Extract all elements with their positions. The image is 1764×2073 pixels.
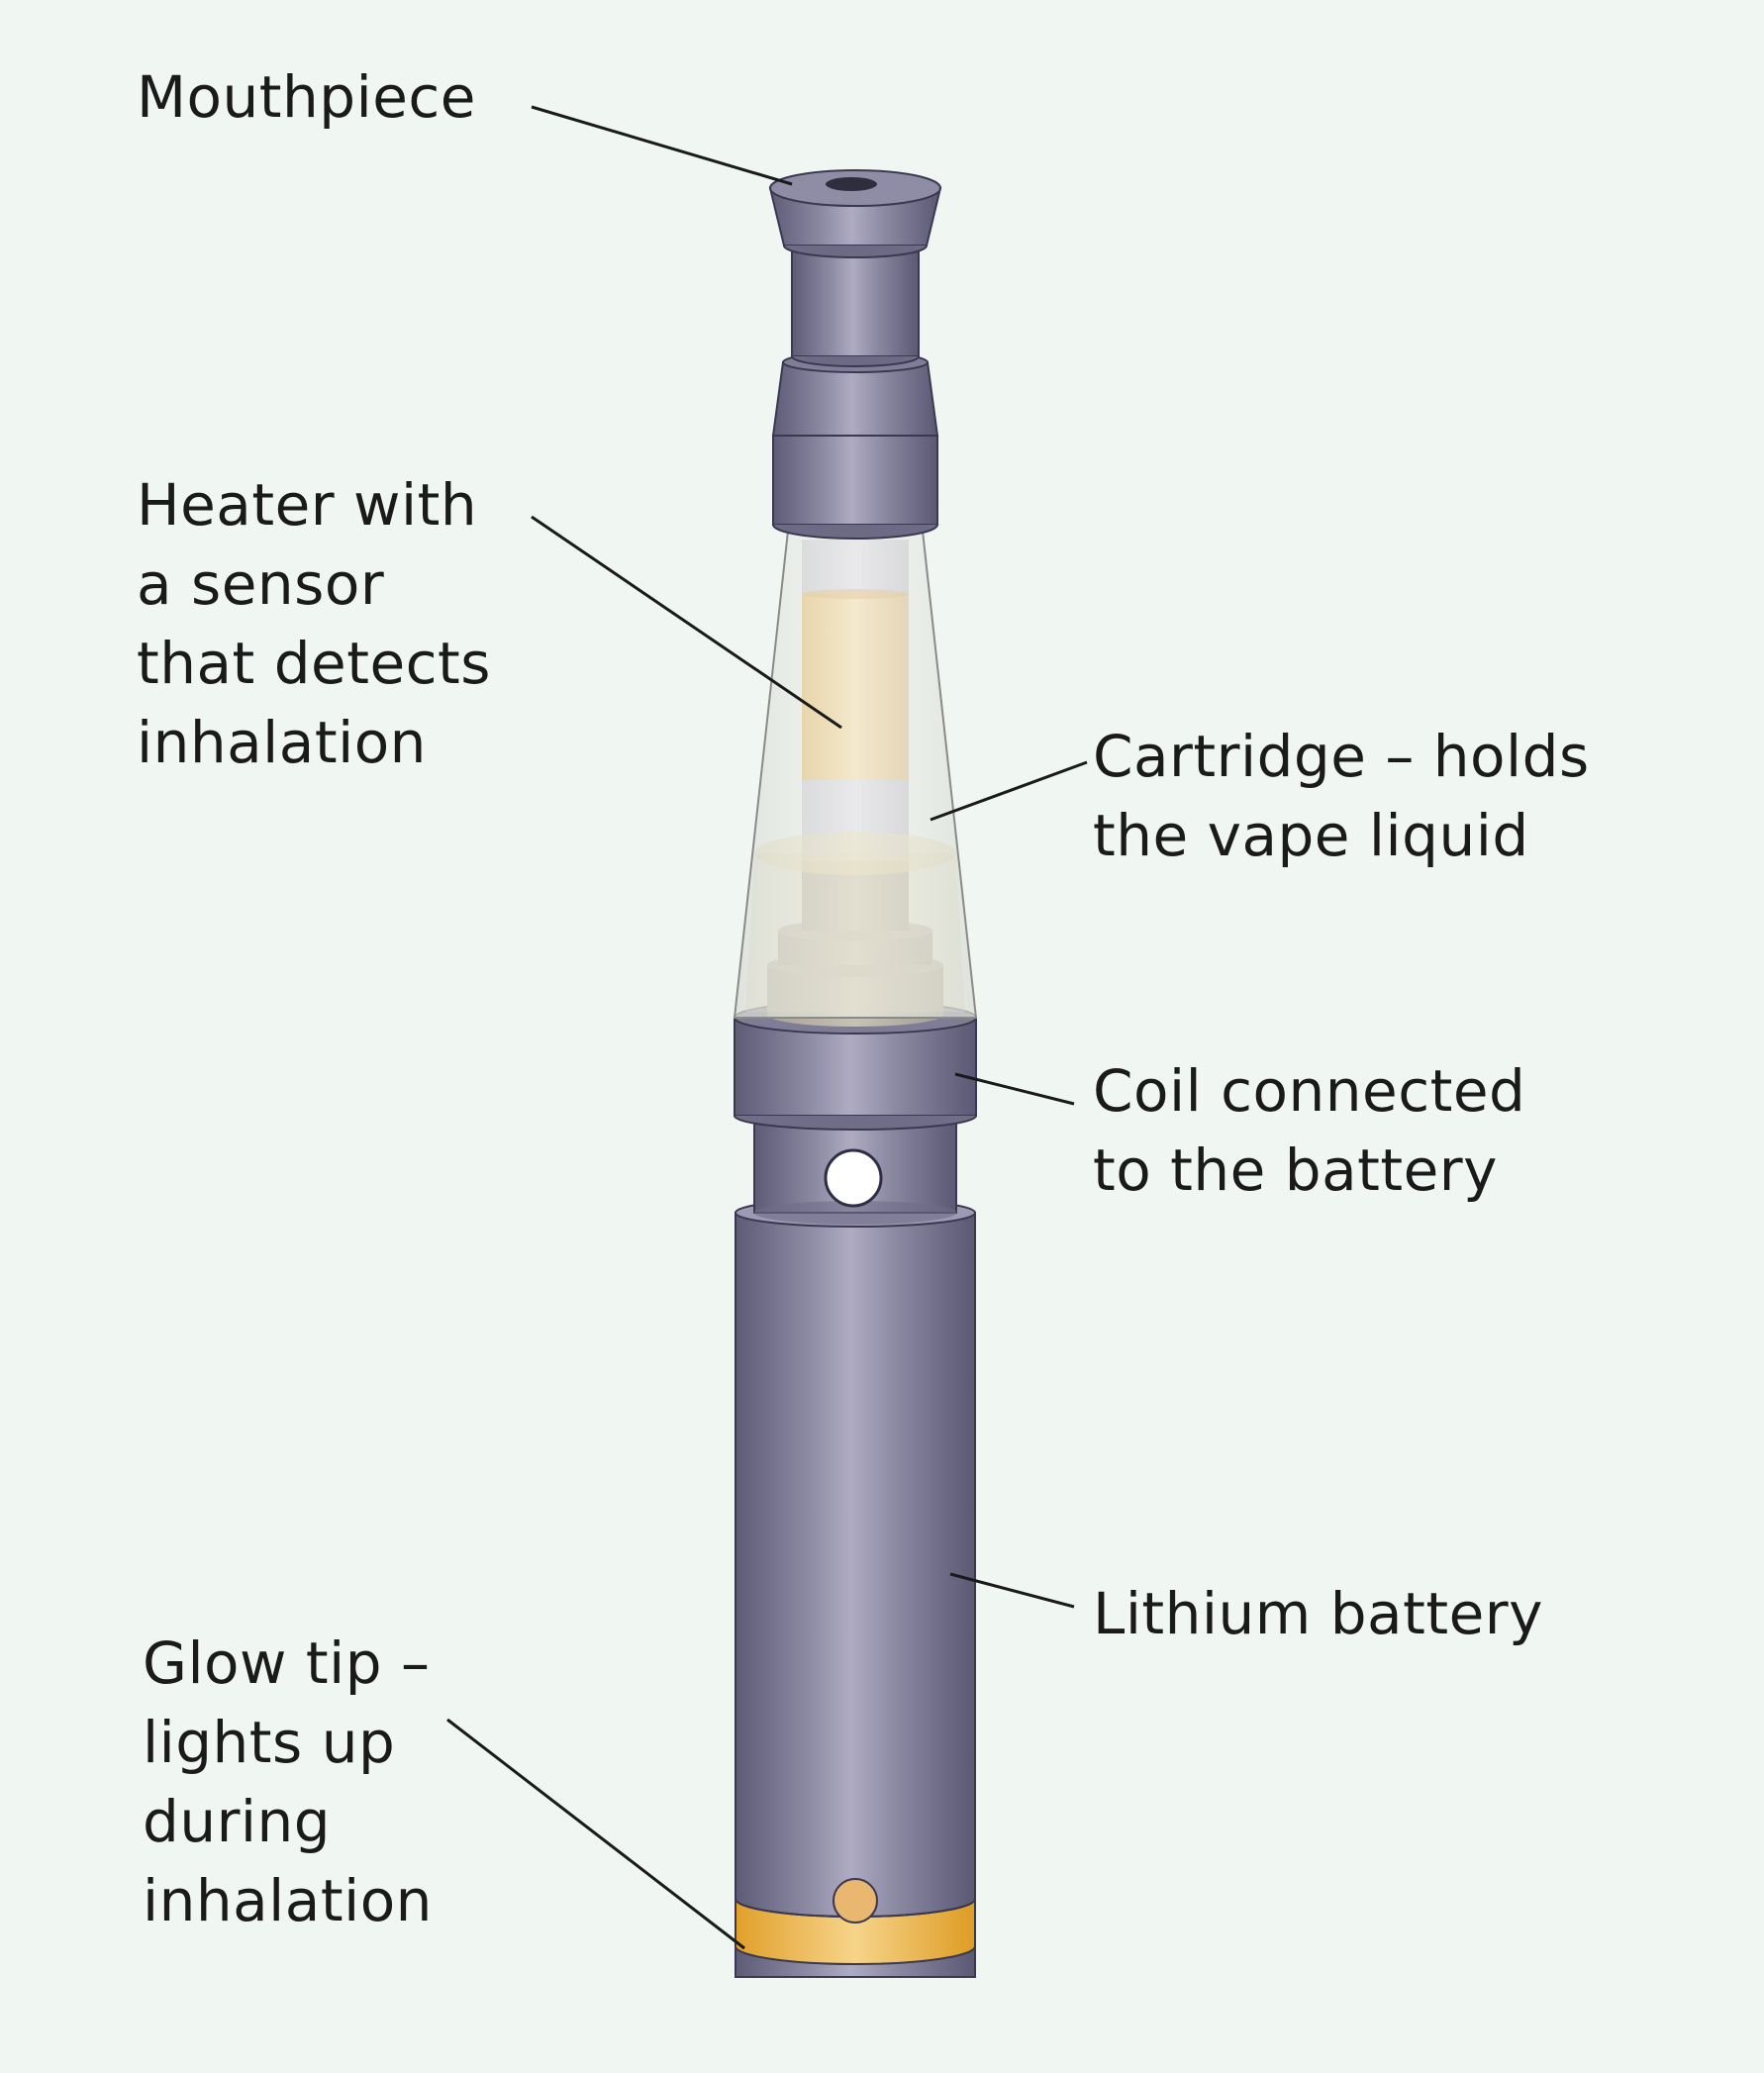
glow-tip-ring [735, 1898, 976, 1965]
label-cartridge: Cartridge – holds the vape liquid [1093, 717, 1590, 875]
label-heater-line-4: inhalation [137, 709, 427, 776]
label-heater-line-2: a sensor [137, 550, 385, 618]
label-cartridge-line-2: the vape liquid [1093, 802, 1529, 869]
label-glow-tip-line-4: inhalation [143, 1867, 433, 1934]
coil-ring [734, 1001, 977, 1131]
cartridge-glass [733, 494, 978, 1019]
label-coil: Coil connected to the battery [1093, 1051, 1525, 1210]
glow-tip-light [833, 1878, 878, 1924]
battery-leader-line [949, 1572, 1075, 1609]
mouthpiece-collar [771, 351, 939, 540]
label-glow-tip: Glow tip – lights up during inhalation [143, 1624, 433, 1940]
label-glow-tip-line-1: Glow tip – [143, 1629, 431, 1697]
label-battery: Lithium battery [1093, 1574, 1543, 1653]
label-glow-tip-line-3: during [143, 1788, 332, 1855]
mouthpiece-leader-line [531, 105, 793, 186]
fire-button [824, 1148, 883, 1208]
coil-leader-line [954, 1072, 1075, 1106]
heater-leader-line [531, 515, 842, 730]
lithium-battery-body [735, 1198, 976, 1978]
label-heater-line-1: Heater with [137, 471, 478, 539]
mouthpiece-opening [826, 177, 877, 191]
label-coil-line-1: Coil connected [1093, 1057, 1526, 1125]
label-heater-line-3: that detects [137, 630, 491, 697]
label-mouthpiece: Mouthpiece [137, 57, 476, 137]
glow-tip-leader-line [446, 1718, 745, 1950]
label-mouthpiece-line-1: Mouthpiece [137, 63, 476, 131]
label-battery-line-1: Lithium battery [1093, 1580, 1543, 1647]
label-cartridge-line-1: Cartridge – holds [1093, 723, 1590, 790]
label-coil-line-2: to the battery [1093, 1136, 1498, 1204]
label-glow-tip-line-2: lights up [143, 1709, 396, 1776]
label-heater: Heater with a sensor that detects inhala… [137, 465, 491, 782]
cartridge-leader-line [930, 760, 1088, 822]
mouthpiece [768, 169, 942, 367]
